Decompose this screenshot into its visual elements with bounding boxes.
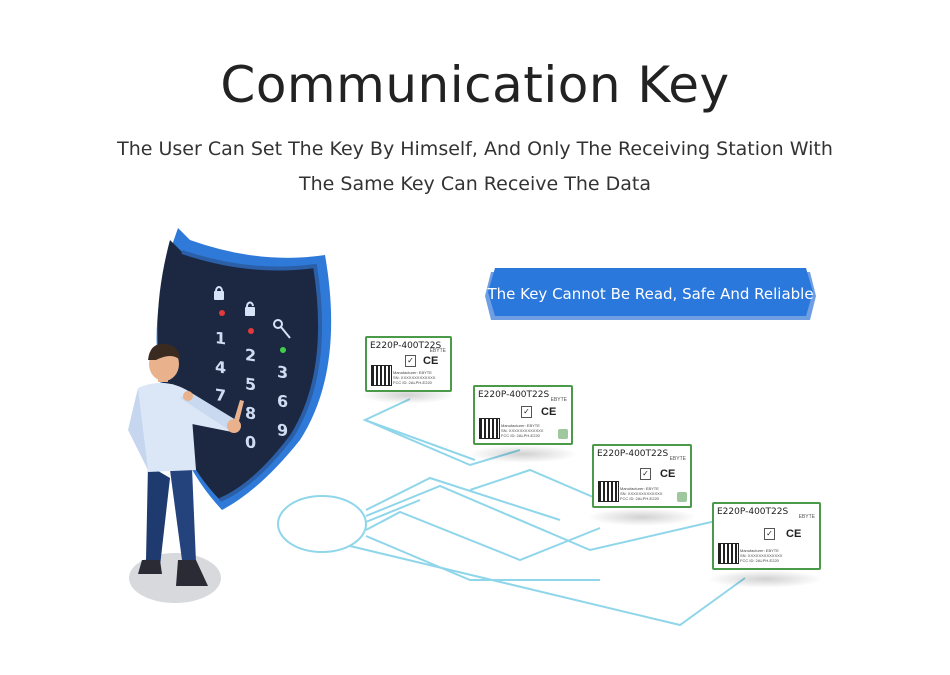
digit-8: 8 [245,403,256,423]
page-title: Communication Key [220,56,730,114]
subtitle-line-2: The Same Key Can Receive The Data [299,173,651,195]
module-info-line-1: Manufacturer: EBYTE [393,370,432,375]
antenna-pad [677,492,687,502]
module-info-line-2: SN: XXXXXXXXXXXXX [620,491,663,496]
module-info-line-3: FCC ID: 2ALPH-E220 [740,558,779,563]
digit-2: 2 [245,345,256,365]
module-info-line-3: FCC ID: 2ALPH-E220 [620,496,659,501]
module-shadow [707,570,823,588]
module-ce: CE [786,528,802,540]
check-icon: ✓ [764,528,775,540]
module-label: E220P-400T22S [597,449,669,459]
module-info: Manufacturer: EBYTE SN: XXXXXXXXXXXXX FC… [501,423,543,438]
check-icon: ✓ [521,406,532,418]
wireless-module-icon: E220P-400T22S EBYTE ✓ CE Manufacturer: E… [473,385,573,445]
digit-1: 1 [215,328,226,348]
module-shadow [587,508,697,526]
wireless-module-icon: E220P-400T22S EBYTE ✓ CE Manufacturer: E… [592,444,692,508]
banner-shape [485,268,816,320]
antenna-pad [558,429,568,439]
wireless-module-icon: E220P-400T22S EBYTE ✓ CE Manufacturer: E… [365,336,452,392]
digit-7: 7 [215,385,226,405]
module-ce: CE [660,468,676,480]
banner-text: The Key Cannot Be Read, Safe And Reliabl… [487,285,814,303]
module-info-line-2: SN: XXXXXXXXXXXXX [393,375,436,380]
lock-icon [214,291,224,300]
module-info: Manufacturer: EBYTE SN: XXXXXXXXXXXXX FC… [393,370,435,385]
subtitle-line-1: The User Can Set The Key By Himself, And… [117,138,833,160]
module-info-line-2: SN: XXXXXXXXXXXXX [501,428,544,433]
module-brand: EBYTE [798,514,815,520]
module-brand: EBYTE [669,456,686,462]
module-label: E220P-400T22S [717,507,789,517]
digit-5: 5 [245,374,256,394]
module-label: E220P-400T22S [478,390,550,400]
person-illustration [128,343,244,586]
module-brand: EBYTE [550,397,567,403]
module-info: Manufacturer: EBYTE SN: XXXXXXXXXXXXX FC… [740,548,782,563]
keypad [214,286,291,353]
qr-code-icon [598,481,619,502]
module-info-line-2: SN: XXXXXXXXXXXXX [740,553,783,558]
unlock-icon [245,307,255,316]
key-icon [273,319,291,339]
qr-code-icon [371,365,392,386]
module-label: E220P-400T22S [370,341,442,351]
digit-3: 3 [277,362,288,382]
hub-ellipse [277,495,367,553]
network-lines [277,398,746,627]
module-info-line-1: Manufacturer: EBYTE [620,486,659,491]
module-info-line-3: FCC ID: 2ALPH-E220 [393,380,432,385]
digit-4: 4 [215,357,226,377]
module-info-line-1: Manufacturer: EBYTE [740,548,779,553]
qr-code-icon [479,418,500,439]
digit-9: 9 [277,420,288,440]
module-info-line-3: FCC ID: 2ALPH-E220 [501,433,540,438]
module-shadow [468,445,578,463]
module-info-line-1: Manufacturer: EBYTE [501,423,540,428]
check-icon: ✓ [640,468,651,480]
shield-icon [156,228,332,510]
module-ce: CE [541,406,557,418]
qr-code-icon [718,543,739,564]
digit-0: 0 [245,432,256,452]
wireless-module-icon: E220P-400T22S EBYTE ✓ CE Manufacturer: E… [712,502,821,570]
check-icon: ✓ [405,355,416,367]
digit-6: 6 [277,391,288,411]
module-info: Manufacturer: EBYTE SN: XXXXXXXXXXXXX FC… [620,486,662,501]
module-brand: EBYTE [429,348,446,354]
module-ce: CE [423,355,439,367]
